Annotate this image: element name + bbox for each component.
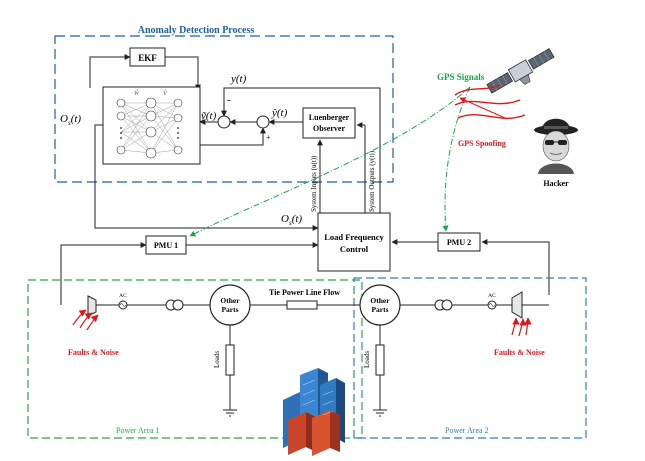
spoofing-arrow xyxy=(459,97,506,119)
tie-line-impedance xyxy=(286,300,318,310)
area1-load-resistor xyxy=(225,344,235,376)
area1-loads-label: Loads xyxy=(213,351,221,368)
nn-to-junction2 xyxy=(200,127,266,146)
area2-turbine-icon xyxy=(511,291,523,319)
yhat-label: ŷ(t) xyxy=(271,107,288,119)
gps-signals-label: GPS Signals xyxy=(437,72,485,82)
pmu1-label: PMU 1 xyxy=(154,241,178,250)
system-outputs-label: System Outputs (y(t)) xyxy=(368,150,376,212)
area2-load-resistor xyxy=(375,344,385,376)
luenberger-line1: Luenberger xyxy=(309,113,350,122)
anomaly-detection-title: Anomaly Detection Process xyxy=(138,25,255,36)
gps-spoofing-label: GPS Spoofing xyxy=(458,139,506,148)
plus-sign: + xyxy=(266,133,271,142)
area2-fault-arrows xyxy=(511,317,532,337)
os-left-label: Os(t) xyxy=(60,113,81,127)
ytilde-label: ỹ(t) xyxy=(200,110,217,122)
area1-to-pmu1 xyxy=(60,242,147,305)
area1-transformer-icon xyxy=(165,299,184,311)
y-top-label: y(t) xyxy=(230,73,247,85)
tie-line-label: Tie Power Line Flow xyxy=(269,288,340,297)
hacker-icon xyxy=(534,118,578,174)
anomaly-detection-box xyxy=(54,35,394,183)
luenberger-observer-block xyxy=(302,107,356,139)
y-measured-line xyxy=(221,87,381,213)
os-mid-label: Os(t) xyxy=(281,213,302,227)
ekf-input-line xyxy=(89,54,131,88)
area1-ground-icon xyxy=(223,409,237,417)
area1-faults-label: Faults & Noise xyxy=(68,348,119,357)
power-area-2-box xyxy=(353,277,587,439)
luenberger-line2: Observer xyxy=(313,124,345,133)
minus-sign: - xyxy=(227,94,231,106)
area2-ac-wave xyxy=(488,303,496,307)
area1-turbine-icon xyxy=(87,295,97,317)
power-area-1-label: Power Area 1 xyxy=(116,426,160,435)
area2-ground-icon xyxy=(373,409,387,417)
lfc-line1: Load Frequency xyxy=(324,232,384,242)
gps-to-pmu2-line xyxy=(442,86,471,232)
area1-ac-wave xyxy=(119,303,127,307)
sum-junction-1 xyxy=(217,115,231,129)
area2-faults-label: Faults & Noise xyxy=(494,348,545,357)
ekf-label: EKF xyxy=(138,53,157,63)
load-frequency-control-block xyxy=(317,212,391,272)
city-buildings-icon xyxy=(283,368,345,456)
power-area-1-box xyxy=(27,279,363,439)
nn-w-label: Ŵ xyxy=(134,89,140,97)
area1-fault-arrows xyxy=(72,309,99,331)
neural-network-nodes xyxy=(116,97,183,159)
hacker-label: Hacker xyxy=(543,179,569,188)
area1-other-parts-line1: Other xyxy=(220,296,240,305)
neural-network-dots xyxy=(120,127,179,139)
nn-v-label: V̂ xyxy=(163,90,168,97)
gps-to-pmu1-line xyxy=(189,86,471,237)
area1-ac-label: AC xyxy=(119,293,127,299)
area2-to-pmu2 xyxy=(481,239,550,295)
area2-loads-label: Loads xyxy=(363,351,371,368)
satellite-icon xyxy=(486,48,555,94)
sum-junction-2 xyxy=(256,115,270,129)
area1-other-parts-line2: Parts xyxy=(221,305,238,314)
area2-other-parts-line1: Other xyxy=(370,296,390,305)
area2-other-parts-line2: Parts xyxy=(371,305,388,314)
system-inputs-label: System Inputs (u(t)) xyxy=(310,155,318,212)
lfc-line2: Control xyxy=(340,244,369,254)
pmu2-label: PMU 2 xyxy=(447,238,471,247)
area2-transformer-icon xyxy=(434,299,453,311)
power-area-2-label: Power Area 2 xyxy=(445,426,489,435)
ekf-output-line xyxy=(165,56,201,91)
area2-ac-label: AC xyxy=(488,293,496,299)
